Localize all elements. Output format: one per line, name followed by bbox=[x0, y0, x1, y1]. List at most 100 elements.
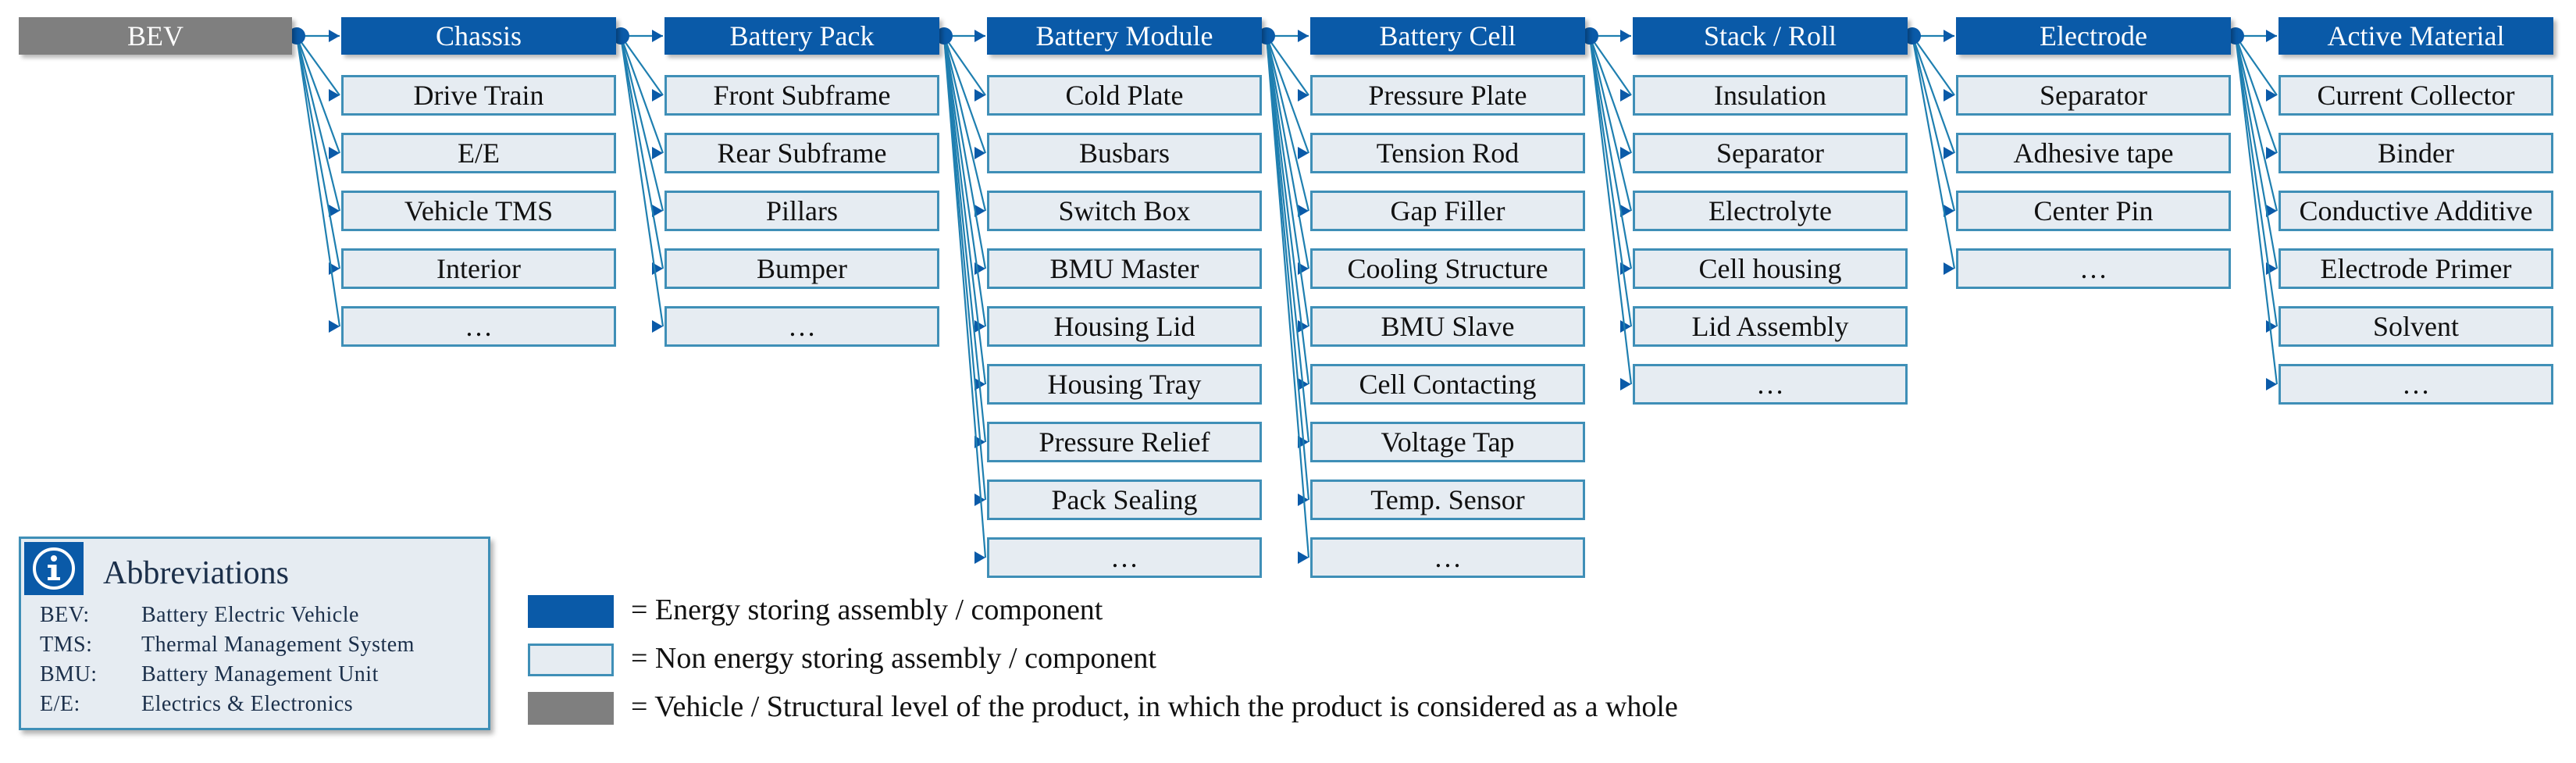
arrow-head bbox=[1944, 89, 1954, 102]
arrow-head bbox=[1620, 89, 1631, 102]
arrow-head bbox=[1298, 320, 1309, 333]
arrow-head bbox=[652, 30, 663, 42]
abbreviation-entry: BEV: Battery Electric Vehicle bbox=[40, 603, 359, 628]
component-box: Cell housing bbox=[1633, 248, 1908, 289]
arrow-head bbox=[2266, 378, 2277, 390]
arrow-head bbox=[652, 147, 663, 159]
connector-dot bbox=[2227, 27, 2244, 45]
connector-line bbox=[619, 35, 664, 269]
connector-line bbox=[1589, 35, 1632, 96]
connector-dot bbox=[935, 27, 953, 45]
arrow-head bbox=[1298, 89, 1309, 102]
component-box: Bumper bbox=[664, 248, 939, 289]
connector-line bbox=[1588, 35, 1633, 154]
legend-swatch-vehicle bbox=[528, 692, 614, 725]
arrow-head bbox=[974, 89, 985, 102]
component-box: Pressure Relief bbox=[987, 422, 1262, 462]
connector-line bbox=[2234, 35, 2278, 269]
arrow-head bbox=[974, 147, 985, 159]
column-header-stack-roll: Stack / Roll bbox=[1633, 17, 1908, 55]
arrow-head bbox=[1944, 30, 1954, 42]
connector-line bbox=[2234, 35, 2278, 385]
component-box: Conductive Additive bbox=[2278, 191, 2553, 231]
column-header-battery-module: Battery Module bbox=[987, 17, 1262, 55]
component-box: Cold Plate bbox=[987, 75, 1262, 116]
connector-dot bbox=[1904, 27, 1921, 45]
connector-dot bbox=[612, 27, 629, 45]
connector-line bbox=[295, 35, 341, 212]
component-box: Separator bbox=[1633, 133, 1908, 173]
component-box: E/E bbox=[341, 133, 616, 173]
arrow-head bbox=[1298, 205, 1309, 217]
connector-line bbox=[942, 35, 987, 154]
component-box: Temp. Sensor bbox=[1310, 480, 1585, 520]
abbreviation-key: BEV: bbox=[40, 603, 90, 627]
connector-line bbox=[296, 35, 340, 96]
component-box: … bbox=[1633, 364, 1908, 405]
legend-swatch-energy bbox=[528, 595, 614, 628]
connector-line bbox=[1265, 35, 1310, 212]
connector-line bbox=[619, 35, 664, 154]
connector-line bbox=[943, 35, 986, 96]
component-box: … bbox=[664, 306, 939, 347]
component-box: Insulation bbox=[1633, 75, 1908, 116]
arrow-head bbox=[1298, 551, 1309, 564]
abbreviation-value: Electrics & Electronics bbox=[141, 692, 354, 716]
connector-line bbox=[1265, 35, 1310, 443]
connector-line bbox=[2234, 35, 2278, 212]
component-box: Cell Contacting bbox=[1310, 364, 1585, 405]
abbreviation-value: Battery Management Unit bbox=[141, 662, 379, 686]
component-box: Switch Box bbox=[987, 191, 1262, 231]
component-box: Pillars bbox=[664, 191, 939, 231]
component-box: BMU Slave bbox=[1310, 306, 1585, 347]
abbreviation-key: TMS: bbox=[40, 633, 93, 657]
abbreviation-key: E/E: bbox=[40, 692, 80, 716]
component-box: Interior bbox=[341, 248, 616, 289]
component-box: Front Subframe bbox=[664, 75, 939, 116]
arrow-head bbox=[1298, 147, 1309, 159]
connector-line bbox=[1265, 35, 1310, 327]
arrow-head bbox=[1944, 205, 1954, 217]
connector-dot bbox=[288, 27, 305, 45]
arrow-head bbox=[1298, 30, 1309, 42]
component-box: Voltage Tap bbox=[1310, 422, 1585, 462]
connector-line bbox=[1588, 35, 1633, 327]
component-box: … bbox=[1956, 248, 2231, 289]
connector-line bbox=[620, 35, 664, 96]
connector-dot bbox=[1581, 27, 1598, 45]
component-box: Binder bbox=[2278, 133, 2553, 173]
abbreviations-title: Abbreviations bbox=[103, 555, 289, 591]
arrow-head bbox=[2266, 205, 2277, 217]
arrow-head bbox=[329, 89, 340, 102]
component-box: Drive Train bbox=[341, 75, 616, 116]
column-header-chassis: Chassis bbox=[341, 17, 616, 55]
component-box: Electrolyte bbox=[1633, 191, 1908, 231]
arrow-head bbox=[2266, 147, 2277, 159]
connector-dot bbox=[1258, 27, 1275, 45]
connector-line bbox=[1266, 35, 1309, 96]
connector-line bbox=[1265, 35, 1310, 269]
component-box: Vehicle TMS bbox=[341, 191, 616, 231]
connector-line bbox=[295, 35, 341, 269]
component-box: Separator bbox=[1956, 75, 2231, 116]
connector-line bbox=[1912, 35, 1955, 96]
abbreviation-value: Battery Electric Vehicle bbox=[141, 603, 359, 627]
column-header-active-material: Active Material bbox=[2278, 17, 2553, 55]
component-box: … bbox=[1310, 537, 1585, 578]
root-node-bev: BEV bbox=[19, 17, 292, 55]
component-box: Rear Subframe bbox=[664, 133, 939, 173]
column-header-battery-pack: Battery Pack bbox=[664, 17, 939, 55]
arrow-head bbox=[1620, 205, 1631, 217]
arrow-head bbox=[974, 205, 985, 217]
connector-line bbox=[1588, 35, 1633, 385]
arrow-head bbox=[974, 551, 985, 564]
column-header-electrode: Electrode bbox=[1956, 17, 2231, 55]
component-box: Housing Tray bbox=[987, 364, 1262, 405]
component-box: Current Collector bbox=[2278, 75, 2553, 116]
connector-line bbox=[942, 35, 987, 558]
connector-line bbox=[1911, 35, 1956, 269]
component-box: Gap Filler bbox=[1310, 191, 1585, 231]
component-box: Adhesive tape bbox=[1956, 133, 2231, 173]
arrow-head bbox=[1944, 262, 1954, 275]
